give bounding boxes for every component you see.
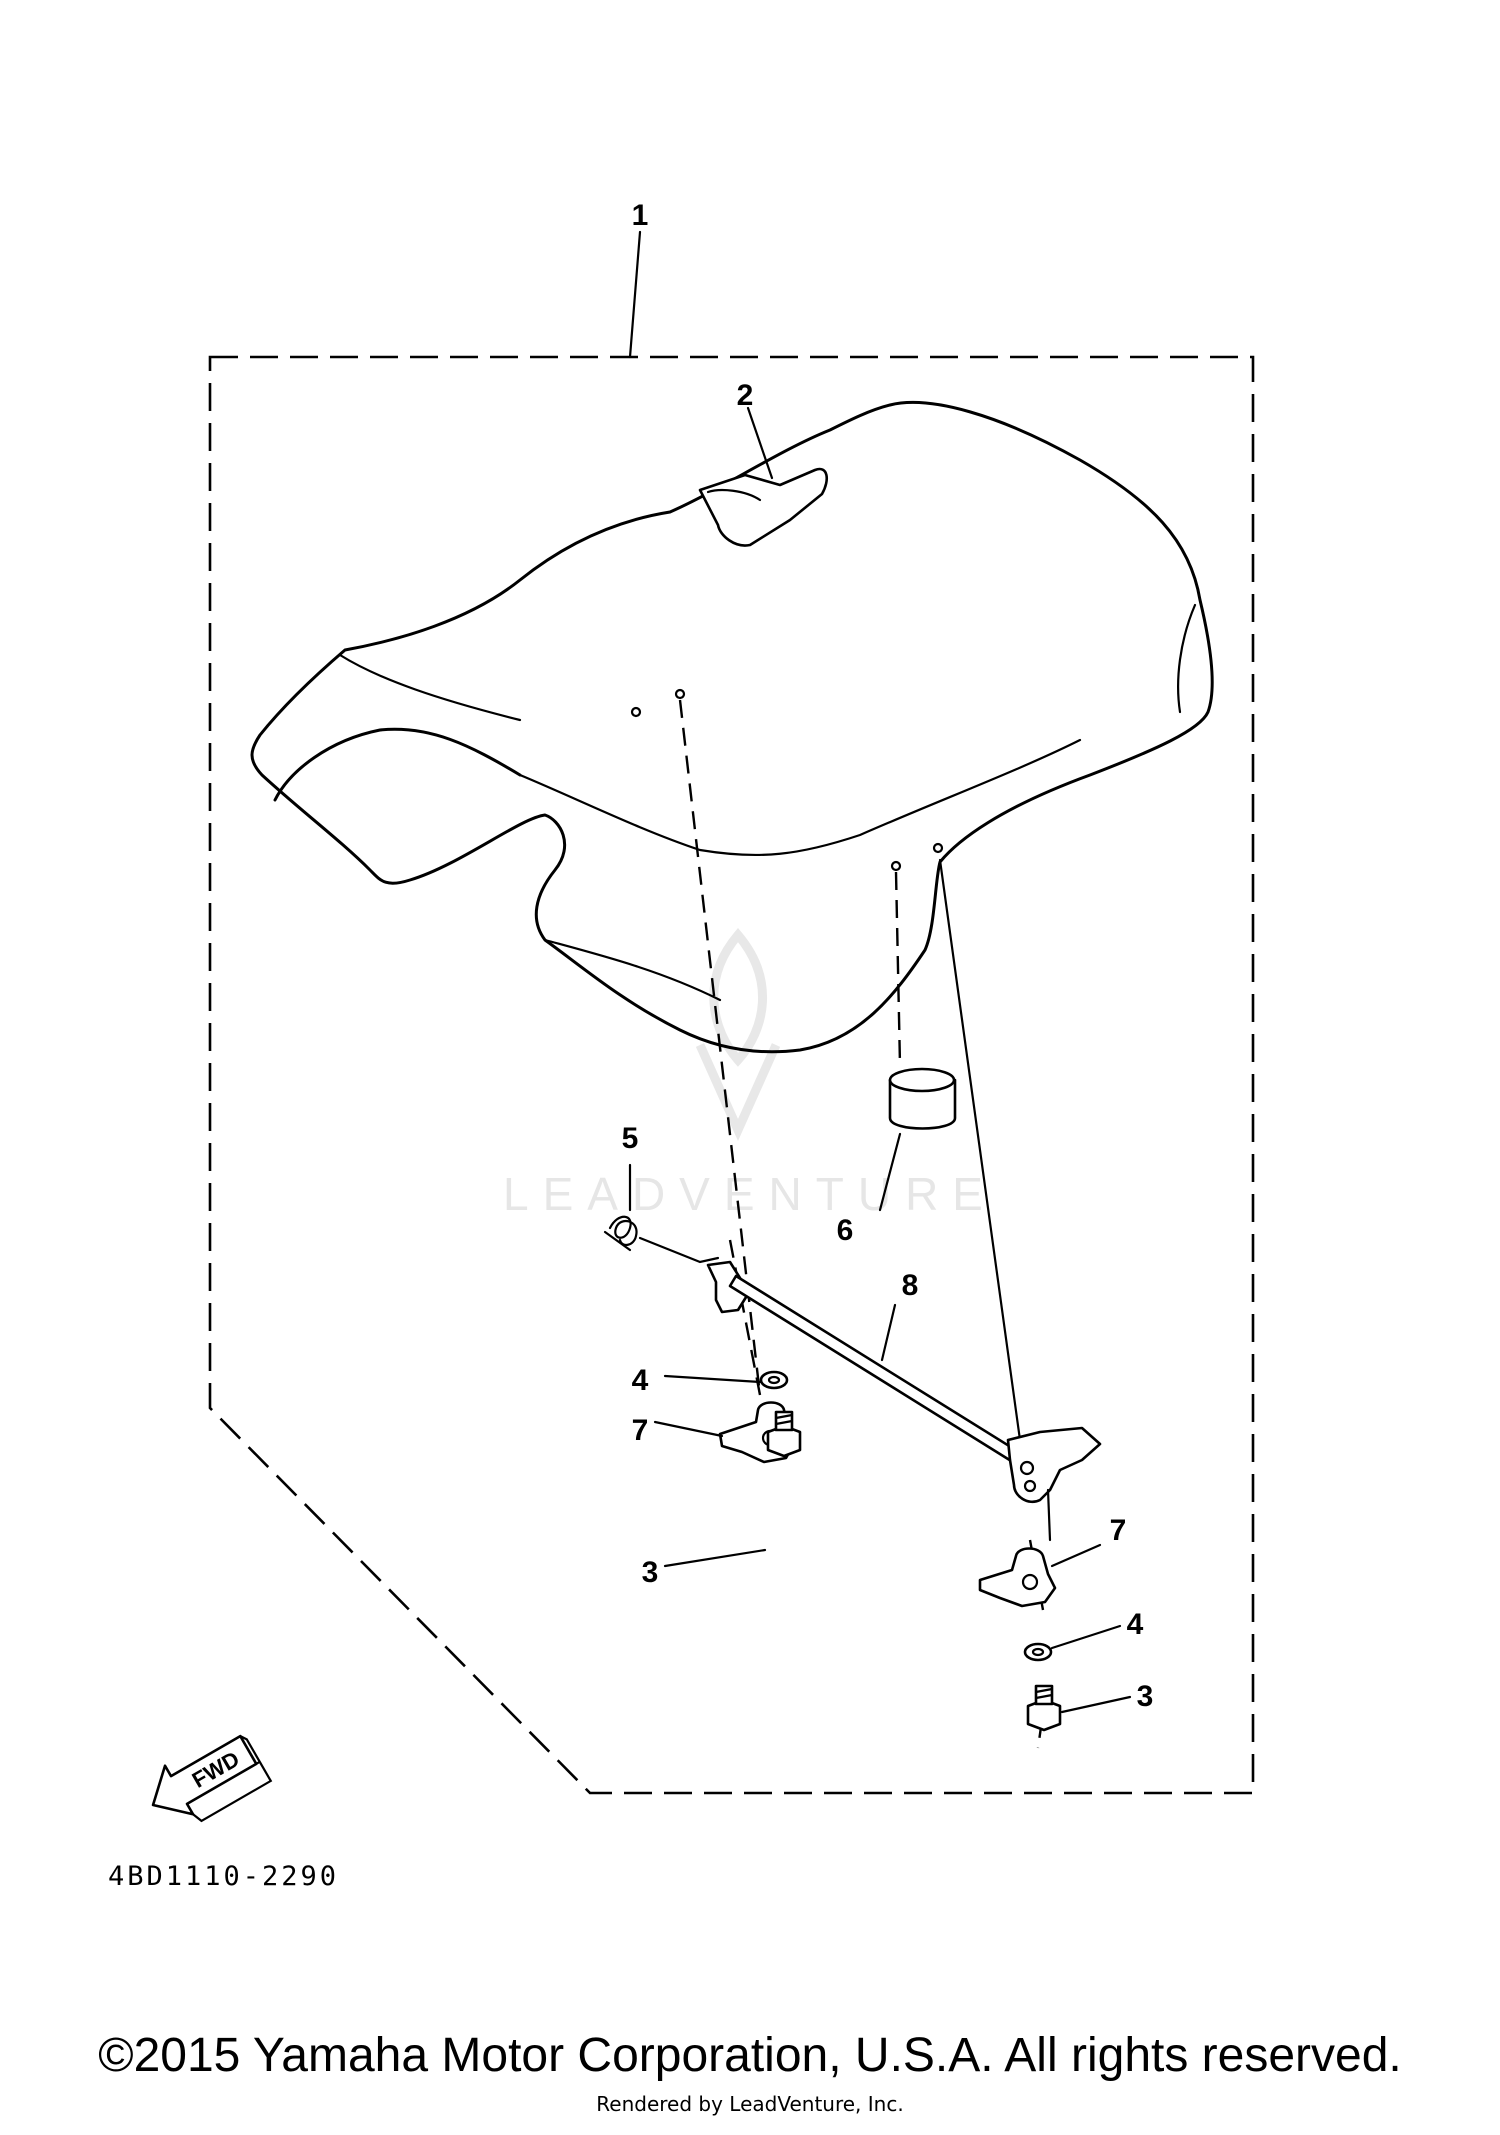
seat-hole bbox=[674, 688, 686, 700]
callout-7-right: 7 bbox=[1110, 1514, 1127, 1547]
rod-arm bbox=[1046, 1488, 1052, 1542]
latch-hole bbox=[1019, 1460, 1035, 1476]
bracket-hole bbox=[1021, 1573, 1039, 1591]
leader-8 bbox=[880, 1303, 897, 1362]
callout-4-left: 4 bbox=[632, 1364, 649, 1397]
bracket-body bbox=[978, 1547, 1057, 1608]
seat-hole bbox=[630, 706, 642, 718]
leader-1 bbox=[628, 230, 642, 359]
leader-4-right bbox=[1050, 1624, 1122, 1650]
fwd-arrow-depth bbox=[191, 1735, 273, 1823]
rod-bracket-left bbox=[706, 1260, 750, 1314]
callout-2: 2 bbox=[737, 379, 754, 412]
copyright-notice: ©2015 Yamaha Motor Corporation, U.S.A. A… bbox=[98, 2029, 1402, 2082]
washer bbox=[759, 1370, 789, 1390]
assembly-boundary bbox=[208, 355, 1255, 1795]
callout-3-right: 3 bbox=[1137, 1680, 1154, 1713]
guide-line bbox=[938, 858, 1022, 1442]
seat-rear-edge bbox=[543, 938, 722, 1002]
rendered-by-credit: Rendered by LeadVenture, Inc. bbox=[596, 2092, 904, 2116]
lock-rod-part-8 bbox=[706, 1260, 1102, 1542]
watermark-text: LEADVENTURE bbox=[503, 1168, 997, 1220]
leader-6 bbox=[878, 1132, 902, 1212]
fwd-arrow-icon: FWD bbox=[151, 1734, 273, 1823]
callout-3-left: 3 bbox=[642, 1556, 659, 1589]
leader-2 bbox=[746, 406, 774, 480]
leader-3-right bbox=[1060, 1695, 1132, 1714]
seat-outline bbox=[250, 401, 1214, 1054]
bolt-part-3-right bbox=[1026, 1684, 1062, 1732]
callout-4-right: 4 bbox=[1127, 1608, 1144, 1641]
seat-side-edge bbox=[1177, 603, 1197, 714]
spring-part-5 bbox=[603, 1215, 720, 1264]
spring-arm bbox=[638, 1236, 720, 1264]
callout-1: 1 bbox=[632, 199, 649, 232]
bracket-part-7-right bbox=[978, 1547, 1057, 1608]
damper-body bbox=[888, 1078, 957, 1130]
seat-strap-part-2 bbox=[698, 467, 829, 547]
leadventure-flame-logo bbox=[695, 928, 781, 1142]
seat-waist-edge bbox=[518, 738, 1082, 857]
bolt-thread bbox=[774, 1413, 794, 1426]
washer bbox=[1023, 1642, 1053, 1662]
spring-coil bbox=[608, 1215, 638, 1246]
leader-7-right bbox=[1050, 1543, 1102, 1568]
seat-hole bbox=[890, 860, 902, 872]
leadventure-watermark: LEADVENTURE bbox=[503, 928, 997, 1220]
callout-5: 5 bbox=[622, 1122, 639, 1155]
damper-top bbox=[888, 1067, 956, 1093]
seat-front-lip bbox=[273, 727, 522, 802]
callout-6: 6 bbox=[837, 1214, 854, 1247]
spring-arm bbox=[603, 1230, 632, 1252]
strap-body bbox=[698, 467, 829, 547]
leader-7-left bbox=[653, 1420, 724, 1438]
rod-latch-right bbox=[1006, 1426, 1102, 1504]
washer-hole bbox=[1031, 1647, 1045, 1657]
callout-8: 8 bbox=[902, 1269, 919, 1302]
damper-part-6 bbox=[888, 1067, 957, 1130]
guide-line bbox=[678, 699, 762, 1396]
guide-line bbox=[894, 871, 902, 1066]
seat-front-fold bbox=[338, 653, 522, 722]
seat-hole bbox=[932, 842, 944, 854]
bolt-part-3-left bbox=[766, 1410, 802, 1458]
leader-3-left bbox=[663, 1548, 767, 1568]
diagram-code: 4BD1110-2290 bbox=[108, 1861, 339, 1892]
latch-hole bbox=[1023, 1479, 1037, 1493]
strap-band bbox=[706, 489, 762, 502]
fwd-arrow-shape bbox=[151, 1734, 258, 1816]
seat bbox=[250, 401, 1214, 1054]
washer-hole bbox=[767, 1375, 781, 1385]
washer-part-4-right bbox=[1023, 1642, 1053, 1662]
callout-7-left: 7 bbox=[632, 1414, 649, 1447]
bolt-thread bbox=[1034, 1687, 1054, 1700]
washer-part-4-left bbox=[759, 1370, 789, 1390]
leader-4-left bbox=[663, 1374, 762, 1384]
